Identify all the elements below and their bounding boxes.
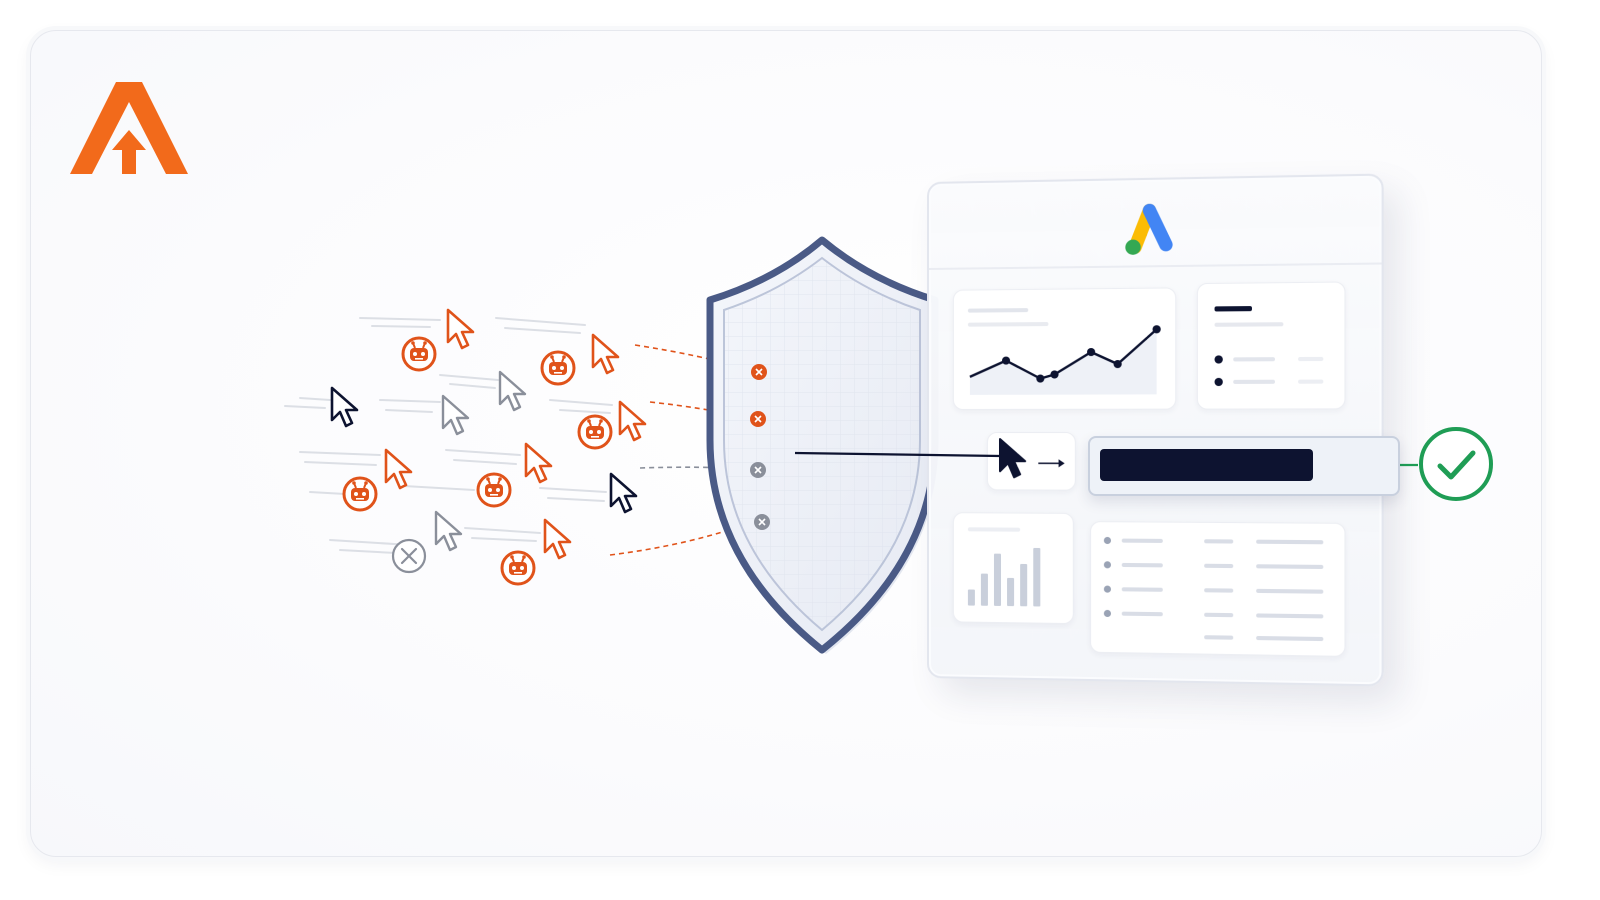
blocked-x-icon [391, 538, 427, 574]
line-chart-graphic [967, 308, 1161, 395]
stats-card [1196, 281, 1346, 410]
list-card [1090, 521, 1346, 657]
shield-icon [706, 236, 939, 654]
shield-block-markers [750, 364, 770, 530]
dashboard-header [928, 175, 1382, 270]
ads-dashboard-panel [927, 173, 1384, 687]
progress-fill [1100, 449, 1313, 481]
line-chart-card [952, 287, 1177, 410]
bar-chart-card [952, 512, 1074, 625]
bar-chart-graphic [967, 527, 1041, 607]
list-card-graphic [1103, 536, 1324, 642]
filtered-cursor-graphic [988, 433, 1065, 490]
brand-logo-icon [70, 82, 188, 174]
google-ads-logo-icon [1119, 200, 1181, 258]
stats-card-graphic [1214, 306, 1324, 387]
speed-lines [284, 317, 613, 554]
conversion-progress-bar [1088, 436, 1400, 496]
check-circle-icon [1419, 427, 1493, 501]
click-filter-row [986, 432, 1076, 491]
